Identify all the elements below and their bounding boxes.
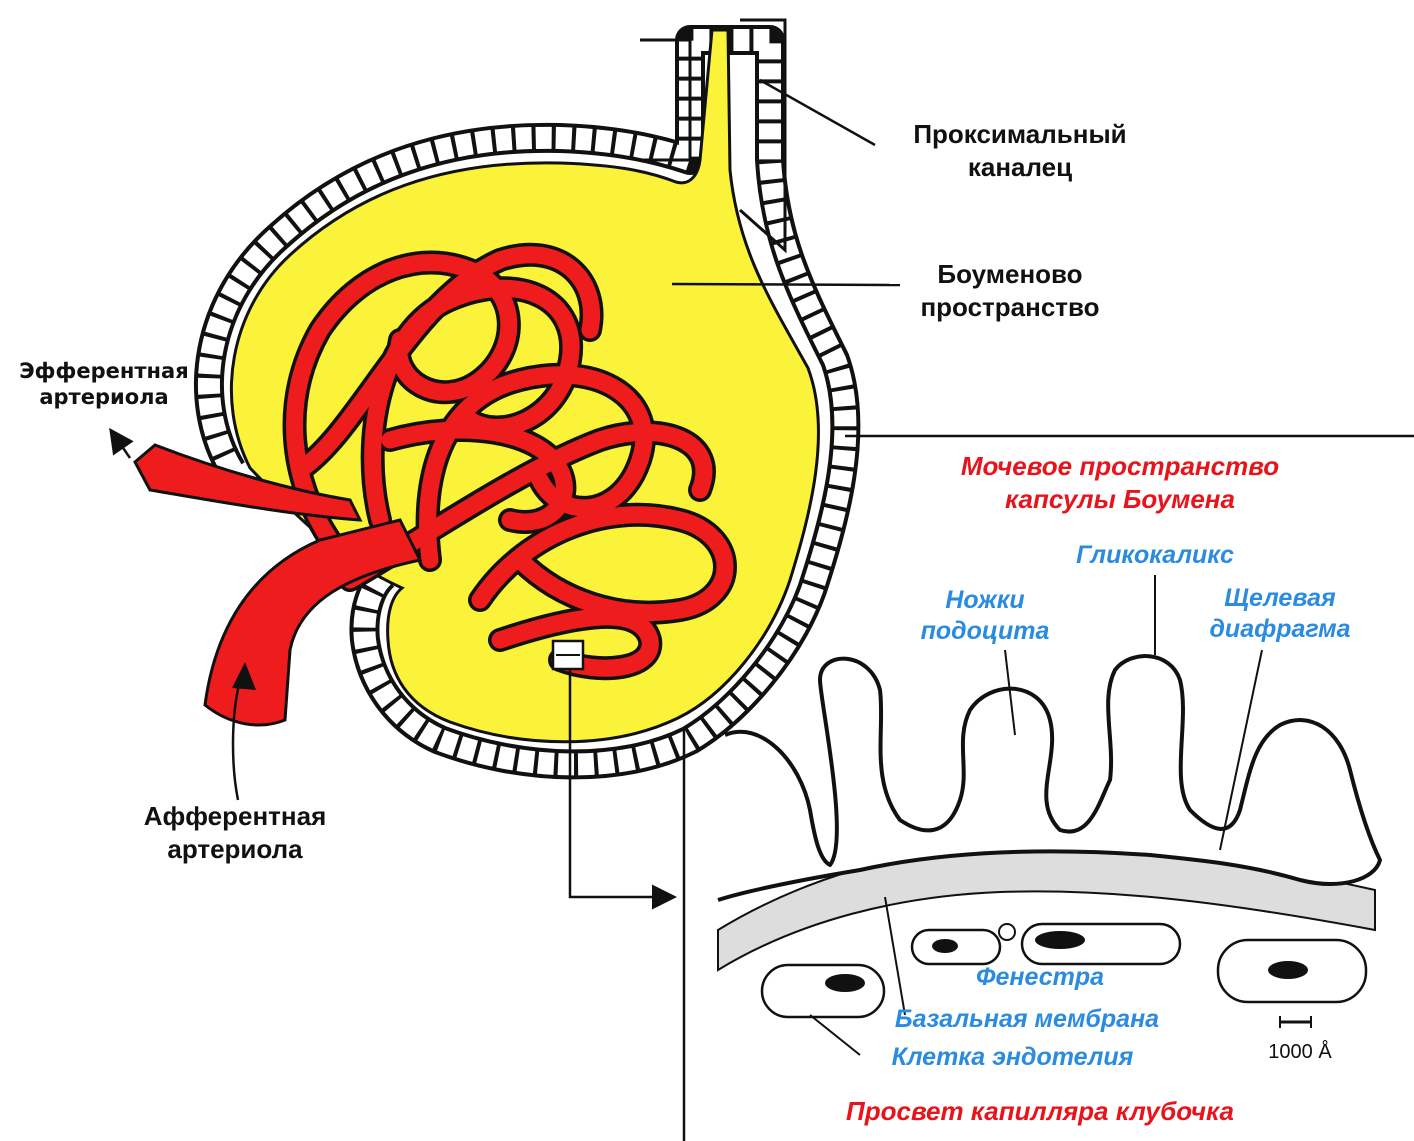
- afferent-label-line2: артериола: [110, 833, 360, 866]
- urinary-space-label-line1: Мочевое пространство: [900, 450, 1340, 483]
- capillary-lumen-label: Просвет капилляра клубочка: [795, 1095, 1285, 1128]
- urinary-space-label: Мочевое пространство капсулы Боумена: [900, 450, 1340, 515]
- proximal-tubule-label-line1: Проксимальный: [885, 118, 1155, 151]
- basal-membrane-label: Базальная мембрана: [862, 1004, 1192, 1035]
- urinary-space-label-line2: капсулы Боумена: [900, 483, 1340, 516]
- bowman-space-label: Боуменово пространство: [895, 258, 1125, 323]
- efferent-pointer: [112, 432, 130, 458]
- efferent-label-line2: артериола: [6, 384, 202, 410]
- bowman-space-pointer: [672, 284, 900, 285]
- bowman-space-label-line1: Боуменово: [895, 258, 1125, 291]
- fenestra-label: Фенестра: [955, 962, 1125, 993]
- efferent-arteriole-label: Эфферентная артериола: [6, 358, 202, 411]
- podocyte-feet-label-line2: подоцита: [900, 616, 1070, 647]
- endothelial-pointer: [810, 1015, 860, 1055]
- scale-bar-label: 1000 Å: [1250, 1040, 1350, 1065]
- endothelial-cell-label: Клетка эндотелия: [860, 1042, 1165, 1073]
- proximal-tubule-label-line2: каналец: [885, 151, 1155, 184]
- afferent-arteriole-label: Афферентная артериола: [110, 800, 360, 865]
- efferent-label-line1: Эфферентная: [6, 358, 202, 384]
- bowman-space-label-line2: пространство: [895, 291, 1125, 324]
- slit-diaphragm-label: Щелевая диафрагма: [1190, 583, 1370, 646]
- slit-diaphragm-label-line2: диафрагма: [1190, 614, 1370, 645]
- podocyte-feet-label-line1: Ножки: [900, 585, 1070, 616]
- glycocalyx-label: Гликокаликс: [1040, 540, 1270, 571]
- fenestra-pore: [999, 924, 1015, 940]
- basal-membrane-pointer: [885, 897, 905, 1015]
- afferent-label-line1: Афферентная: [110, 800, 360, 833]
- proximal-tubule-label: Проксимальный каналец: [885, 118, 1155, 183]
- podocyte-feet-label: Ножки подоцита: [900, 585, 1070, 648]
- slit-diaphragm-label-line1: Щелевая: [1190, 583, 1370, 614]
